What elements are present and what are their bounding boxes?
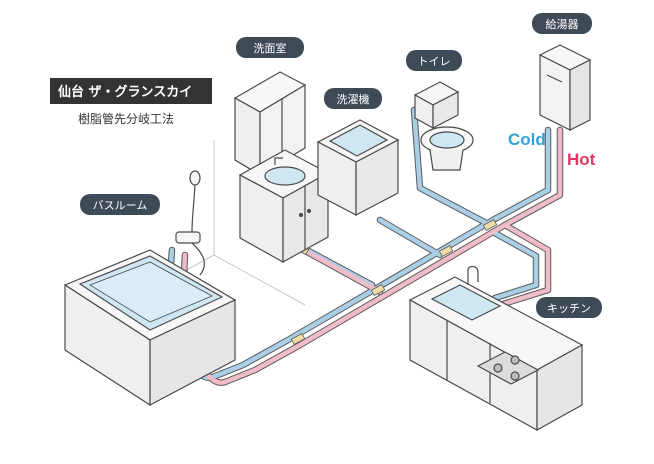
- shower-faucet: [175, 170, 206, 276]
- label-water-heater: 給湯器: [532, 13, 592, 34]
- cold-label: Cold: [508, 130, 546, 149]
- pipe-network: [167, 106, 564, 386]
- label-washroom: 洗面室: [236, 37, 304, 58]
- diagram-subtitle: 樹脂管先分岐工法: [78, 111, 174, 126]
- water-heater: [538, 44, 592, 131]
- label-kitchen: キッチン: [536, 297, 602, 318]
- title-box: [50, 78, 212, 104]
- header-block: 仙台 ザ・グランスカイ 樹脂管先分岐工法: [50, 78, 212, 126]
- svg-text:洗濯機: 洗濯機: [337, 92, 370, 106]
- svg-text:バスルーム: バスルーム: [93, 199, 148, 212]
- toilet: [413, 81, 474, 171]
- kitchen-counter: [408, 265, 584, 432]
- svg-text:給湯器: 給湯器: [546, 17, 579, 31]
- label-bathroom: バスルーム: [80, 194, 160, 215]
- washing-machine: [316, 119, 400, 216]
- bathtub: [63, 249, 237, 407]
- svg-text:キッチン: キッチン: [547, 302, 591, 315]
- svg-text:洗面室: 洗面室: [254, 41, 287, 55]
- diagram-title: 仙台 ザ・グランスカイ: [58, 84, 192, 100]
- vanity: [233, 71, 330, 264]
- label-toilet: トイレ: [406, 50, 462, 71]
- hot-label: Hot: [567, 150, 596, 169]
- svg-text:トイレ: トイレ: [418, 55, 451, 68]
- label-washer: 洗濯機: [324, 88, 382, 109]
